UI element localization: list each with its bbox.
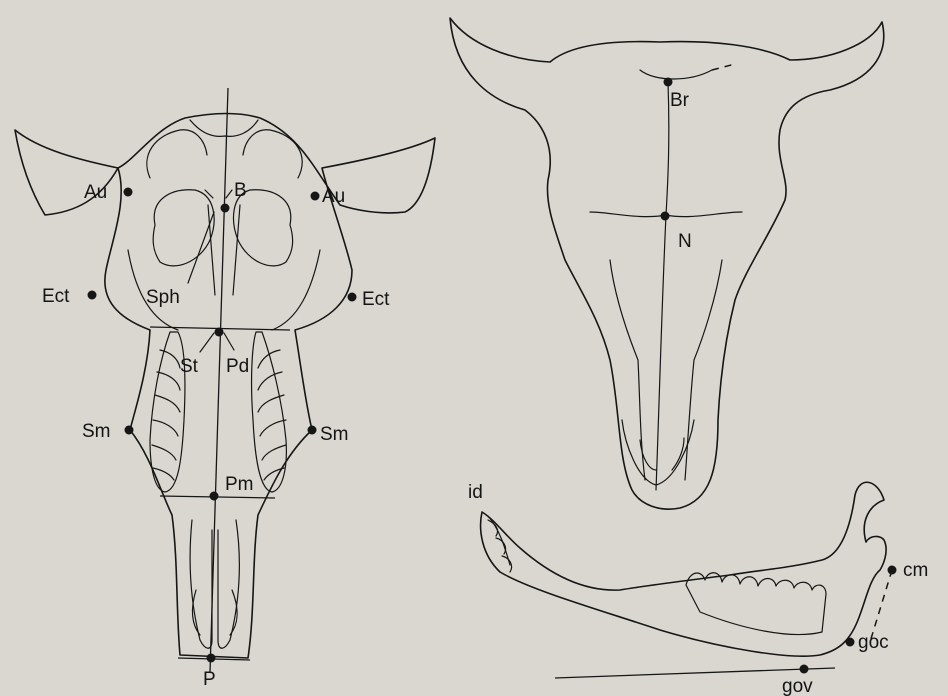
ect-right-dot [348, 293, 357, 302]
br-dot [664, 78, 673, 87]
sm-left-label: Sm [82, 421, 111, 442]
pd-label: Pd [226, 356, 249, 377]
ect-left-dot [88, 291, 97, 300]
id-label: id [468, 482, 483, 503]
b-dot [221, 204, 230, 213]
condyle-right [243, 130, 302, 178]
sphenoid-marks [205, 190, 232, 198]
cm-dot [888, 566, 897, 575]
ventral-skull-view: Au Au B Sph Ect Ect St Pd Sm Sm Pm P [15, 88, 435, 690]
n-label: N [678, 231, 692, 252]
mandible-view: id cm goc gov [468, 482, 928, 696]
pterygoid-right [272, 250, 320, 330]
st-label: St [180, 356, 199, 377]
premaxilla-left [190, 520, 212, 648]
incisive-marks [193, 590, 238, 635]
sm-left-dot [125, 426, 134, 435]
ect-left-label: Ect [42, 286, 70, 307]
frontal-skull-outline [450, 18, 884, 509]
au-left-label: Au [84, 182, 107, 203]
ect-right-label: Ect [362, 289, 390, 310]
p-dot [207, 654, 216, 663]
condyle-left [147, 130, 207, 178]
poll-dash [712, 64, 735, 70]
au-right-dot [311, 192, 320, 201]
n-dot [661, 212, 670, 221]
goc-dot [846, 638, 855, 647]
sph-label: Sph [146, 287, 180, 308]
gov-dot [800, 665, 809, 674]
poll-line [640, 70, 712, 79]
foramen-magnum [190, 120, 258, 136]
midline [210, 88, 228, 672]
st-arrow [200, 333, 214, 352]
p-label: P [203, 669, 216, 690]
pd-arrow [224, 333, 234, 350]
nasal-suture [656, 215, 666, 490]
cm-label: cm [903, 560, 928, 581]
br-label: Br [670, 90, 690, 111]
b-label: B [234, 180, 247, 201]
sph-arrow [188, 212, 214, 283]
pm-dot [210, 492, 219, 501]
st-dot [215, 328, 224, 337]
bulla-left [153, 190, 214, 266]
cheek-teeth [686, 573, 826, 635]
frontal-skull-view: Br N [450, 18, 884, 509]
mandible-outline [481, 482, 886, 656]
sm-right-dot [308, 426, 317, 435]
premaxilla-right [218, 520, 239, 648]
goc-label: goc [858, 632, 889, 653]
au-right-label: Au [322, 186, 345, 207]
bulla-right [234, 190, 293, 266]
frontal-suture [666, 82, 669, 215]
gov-label: gov [782, 676, 813, 696]
au-left-dot [124, 188, 133, 197]
sm-right-label: Sm [320, 424, 349, 445]
pm-label: Pm [225, 474, 254, 495]
